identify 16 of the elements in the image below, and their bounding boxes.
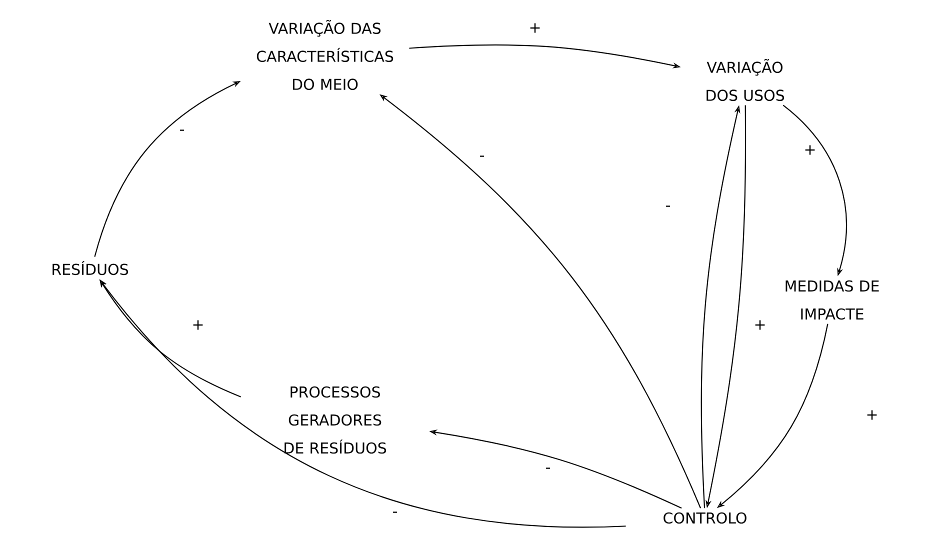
edge-label: - (391, 510, 399, 518)
node-label: PROCESSOS GERADORES DE RESÍDUOS (284, 386, 386, 454)
node-label: MEDIDAS DE IMPACTE (786, 280, 879, 320)
edge-label: + (802, 144, 818, 156)
node-label: VARIAÇÃO DAS CARACTERÍSTICAS DO MEIO (256, 20, 394, 90)
edge-label: - (178, 128, 186, 136)
edge-label: + (528, 22, 542, 34)
node-label: RESÍDUOS (52, 260, 128, 276)
edge-label: - (478, 154, 486, 162)
node-label: CONTROLO (664, 512, 746, 524)
edge-label: + (864, 409, 880, 421)
edge-label: + (752, 319, 768, 331)
edge-label: + (190, 319, 206, 331)
node-label: VARIAÇÃO DOS USOS (706, 59, 784, 102)
edge-label: - (544, 466, 552, 474)
edge-label: - (664, 204, 672, 212)
